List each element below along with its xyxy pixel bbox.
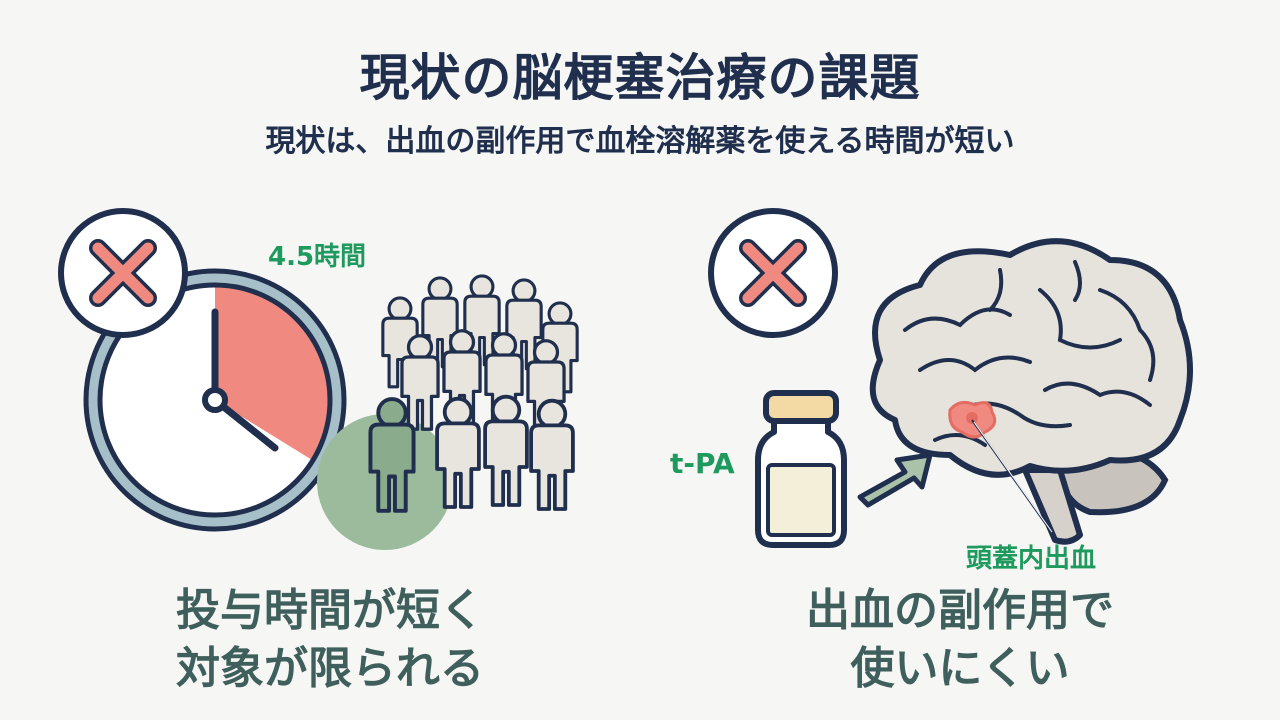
x-mark-icon: [58, 208, 188, 338]
left-caption-line2: 対象が限られる: [176, 643, 484, 694]
clock-group: [83, 268, 347, 532]
patient-crowd: [317, 274, 579, 550]
x-mark-icon: [708, 208, 838, 338]
tpa-label: t-PA: [670, 447, 735, 480]
right-caption-line1: 出血の副作用で: [806, 585, 1114, 636]
time-window-label: 4.5時間: [268, 242, 367, 272]
hemorrhage-label: 頭蓋内出血: [966, 544, 1097, 574]
left-caption-line1: 投与時間が短く: [176, 585, 484, 636]
right-caption: 出血の副作用で 使いにくい: [740, 582, 1180, 698]
page-subtitle: 現状は、出血の副作用で血栓溶解薬を使える時間が短い: [265, 124, 1015, 159]
clock-ring: [86, 271, 344, 529]
page-title: 現状の脳梗塞治療の課題: [359, 49, 921, 107]
left-caption: 投与時間が短く 対象が限られる: [110, 582, 550, 698]
right-caption-line2: 使いにくい: [850, 643, 1070, 694]
brain-icon: [869, 238, 1193, 545]
tpa-vial-icon: [755, 390, 847, 548]
arrow-icon: [857, 452, 933, 508]
